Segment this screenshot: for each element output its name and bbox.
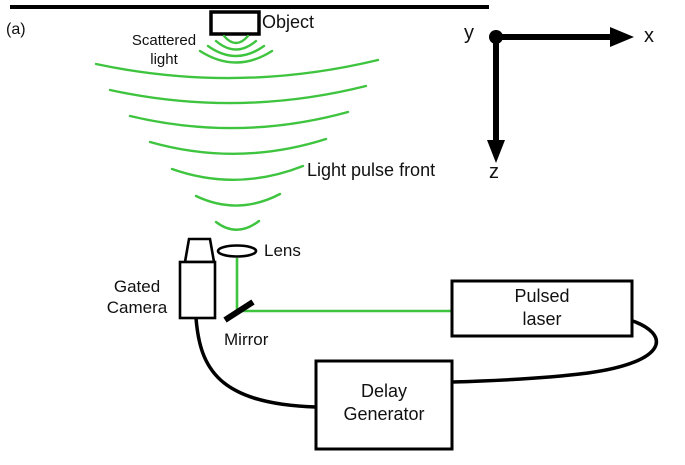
pulsed-laser-box <box>450 279 634 338</box>
object-label: Object <box>262 12 315 32</box>
delay-generator-line1: Delay <box>360 381 408 401</box>
lens-shape <box>216 244 258 258</box>
wave-arc <box>94 58 380 80</box>
axis-z-label: z <box>489 161 499 183</box>
wave-arc <box>128 110 350 130</box>
axis-x-label: x <box>644 25 654 47</box>
wave-arc <box>206 44 266 58</box>
delay-generator-label: Delay Generator <box>316 380 452 425</box>
cable-laser-to-delay <box>451 318 659 384</box>
mirror-label: Mirror <box>224 330 269 349</box>
object-box <box>209 10 261 36</box>
delay-generator-line2: Generator <box>343 403 425 424</box>
pulsed-laser-line2: laser <box>522 308 562 329</box>
scattered-light-label: Scattered light <box>120 32 208 70</box>
gated-camera-label: Gated Camera <box>98 276 176 319</box>
wave-arc <box>170 164 305 181</box>
camera-body <box>178 260 217 320</box>
panel-label: (a) <box>6 21 26 38</box>
wave-arc <box>222 34 250 45</box>
scattered-light-line2: light <box>150 50 178 68</box>
wave-arc <box>148 137 328 155</box>
delay-generator-box <box>314 359 454 451</box>
lens-label: Lens <box>264 241 301 260</box>
pulsed-laser-line1: Pulsed <box>514 286 570 306</box>
gated-camera-line2: Camera <box>106 298 168 318</box>
pulsed-laser-label: Pulsed laser <box>452 285 632 330</box>
wave-arc <box>214 219 261 231</box>
scattered-light-waves <box>94 34 380 231</box>
scattered-light-line1: Scattered <box>131 32 197 49</box>
axis-x-arrowhead <box>610 27 634 47</box>
cable-camera-to-delay <box>194 317 317 409</box>
light-pulse-front-label: Light pulse front <box>307 160 436 180</box>
wave-arc <box>214 39 258 51</box>
wave-arc <box>198 49 274 64</box>
gated-camera-line1: Gated <box>113 277 161 296</box>
mirror-shape <box>223 299 255 323</box>
axis-z-arrowhead <box>487 140 505 163</box>
axis-y-label: y <box>464 22 474 44</box>
camera-lens-mount <box>183 237 216 264</box>
wave-arc <box>194 192 282 207</box>
wave-arc <box>108 84 368 105</box>
